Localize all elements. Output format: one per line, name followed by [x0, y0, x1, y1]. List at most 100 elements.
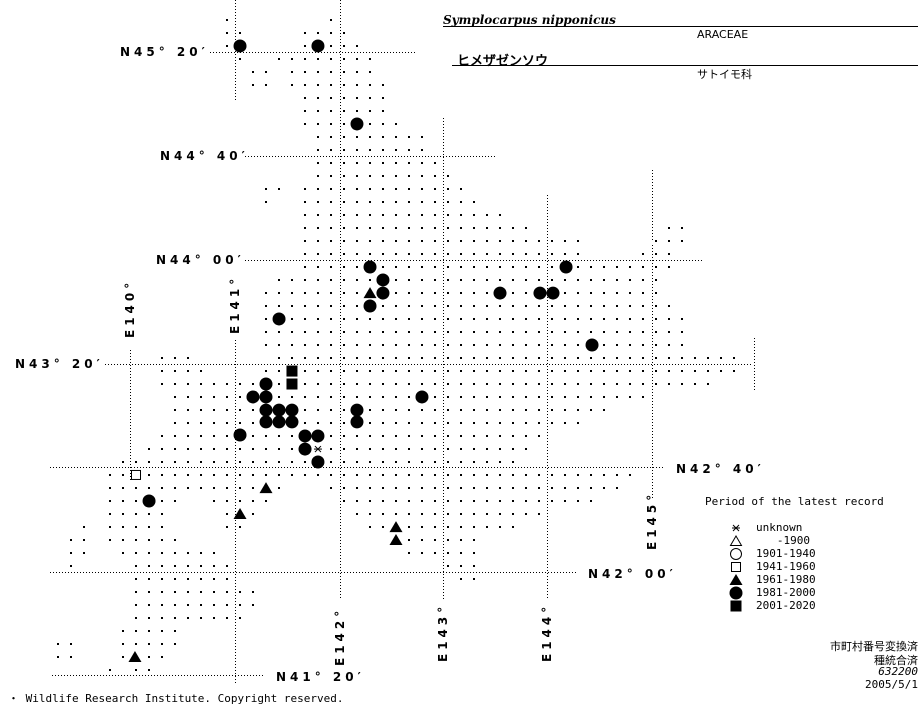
grid-dot: [317, 383, 319, 385]
grid-dot: [473, 318, 475, 320]
grid-dot: [148, 591, 150, 593]
grid-dot: [304, 188, 306, 190]
filled-circle-icon: [233, 39, 247, 53]
grid-dot: [499, 253, 501, 255]
grid-dot: [148, 526, 150, 528]
grid-dot: [694, 383, 696, 385]
grid-dot: [226, 474, 228, 476]
grid-dot: [434, 500, 436, 502]
grid-dot: [369, 175, 371, 177]
grid-dot: [434, 188, 436, 190]
grid-dot: [330, 32, 332, 34]
grid-dot: [460, 370, 462, 372]
grid-dot: [681, 331, 683, 333]
grid-dot: [447, 227, 449, 229]
grid-dot: [486, 474, 488, 476]
grid-dot: [408, 240, 410, 242]
grid-dot: [694, 357, 696, 359]
grid-dot: [460, 331, 462, 333]
grid-dot: [512, 279, 514, 281]
grid-dot: [213, 474, 215, 476]
grid-dot: [642, 318, 644, 320]
record-marker: [131, 469, 142, 480]
grid-dot: [330, 357, 332, 359]
record-marker: [259, 377, 273, 391]
grid-dot: [525, 253, 527, 255]
grid-dot: [408, 175, 410, 177]
grid-dot: [161, 604, 163, 606]
filled-triangle-icon: [729, 574, 743, 585]
grid-dot: [330, 383, 332, 385]
grid-dot: [421, 253, 423, 255]
grid-dot: [161, 448, 163, 450]
grid-dot: [174, 383, 176, 385]
legend-label-1941-1960: 1941-1960: [756, 560, 816, 573]
grid-dot: [382, 240, 384, 242]
grid-dot: [512, 357, 514, 359]
grid-dot: [135, 669, 137, 671]
filled-circle-icon: [142, 494, 156, 508]
grid-dot: [447, 396, 449, 398]
grid-dot: [187, 552, 189, 554]
grid-dot: [408, 357, 410, 359]
grid-dot: [213, 461, 215, 463]
grid-dot: [135, 591, 137, 593]
grid-dot: [213, 617, 215, 619]
grid-dot: [278, 305, 280, 307]
grid-dot: [369, 383, 371, 385]
grid-dot: [668, 227, 670, 229]
grid-dot: [343, 188, 345, 190]
record-marker: [233, 39, 247, 53]
grid-dot: [460, 240, 462, 242]
grid-dot: [590, 357, 592, 359]
grid-dot: [551, 266, 553, 268]
grid-dot: [447, 487, 449, 489]
record-marker: [259, 415, 273, 429]
grid-dot: [629, 370, 631, 372]
grid-dot: [369, 526, 371, 528]
grid-dot: [564, 240, 566, 242]
grid-dot: [135, 552, 137, 554]
grid-dot: [330, 266, 332, 268]
grid-dot: [226, 591, 228, 593]
grid-dot: [109, 526, 111, 528]
grid-dot: [304, 266, 306, 268]
grid-dot: [382, 123, 384, 125]
grid-dot: [330, 45, 332, 47]
grid-dot: [486, 214, 488, 216]
grid-dot: [161, 435, 163, 437]
grid-dot: [317, 71, 319, 73]
grid-dot: [551, 305, 553, 307]
grid-dot: [135, 565, 137, 567]
grid-dot: [317, 188, 319, 190]
filled-circle-icon: [311, 455, 325, 469]
grid-dot: [642, 331, 644, 333]
grid-dot: [226, 19, 228, 21]
grid-dot: [161, 617, 163, 619]
grid-dot: [512, 370, 514, 372]
legend-symbol-asterisk: [732, 524, 740, 532]
grid-dot: [343, 305, 345, 307]
open-triangle-icon: [729, 535, 743, 546]
grid-dot: [356, 344, 358, 346]
grid-dot: [304, 292, 306, 294]
grid-dot: [486, 435, 488, 437]
grid-dot: [161, 630, 163, 632]
record-marker: [363, 287, 377, 299]
grid-dot: [395, 266, 397, 268]
grid-dot: [252, 84, 254, 86]
grid-dot: [356, 370, 358, 372]
grid-dot: [551, 318, 553, 320]
grid-dot: [512, 266, 514, 268]
grid-dot: [135, 461, 137, 463]
grid-dot: [343, 474, 345, 476]
grid-dot: [434, 448, 436, 450]
grid-dot: [460, 227, 462, 229]
record-marker: [298, 442, 312, 456]
grid-dot: [486, 383, 488, 385]
grid-dot: [291, 474, 293, 476]
lon-label-141: E141°: [228, 274, 242, 334]
grid-dot: [447, 175, 449, 177]
grid-dot: [421, 162, 423, 164]
grid-dot: [382, 214, 384, 216]
